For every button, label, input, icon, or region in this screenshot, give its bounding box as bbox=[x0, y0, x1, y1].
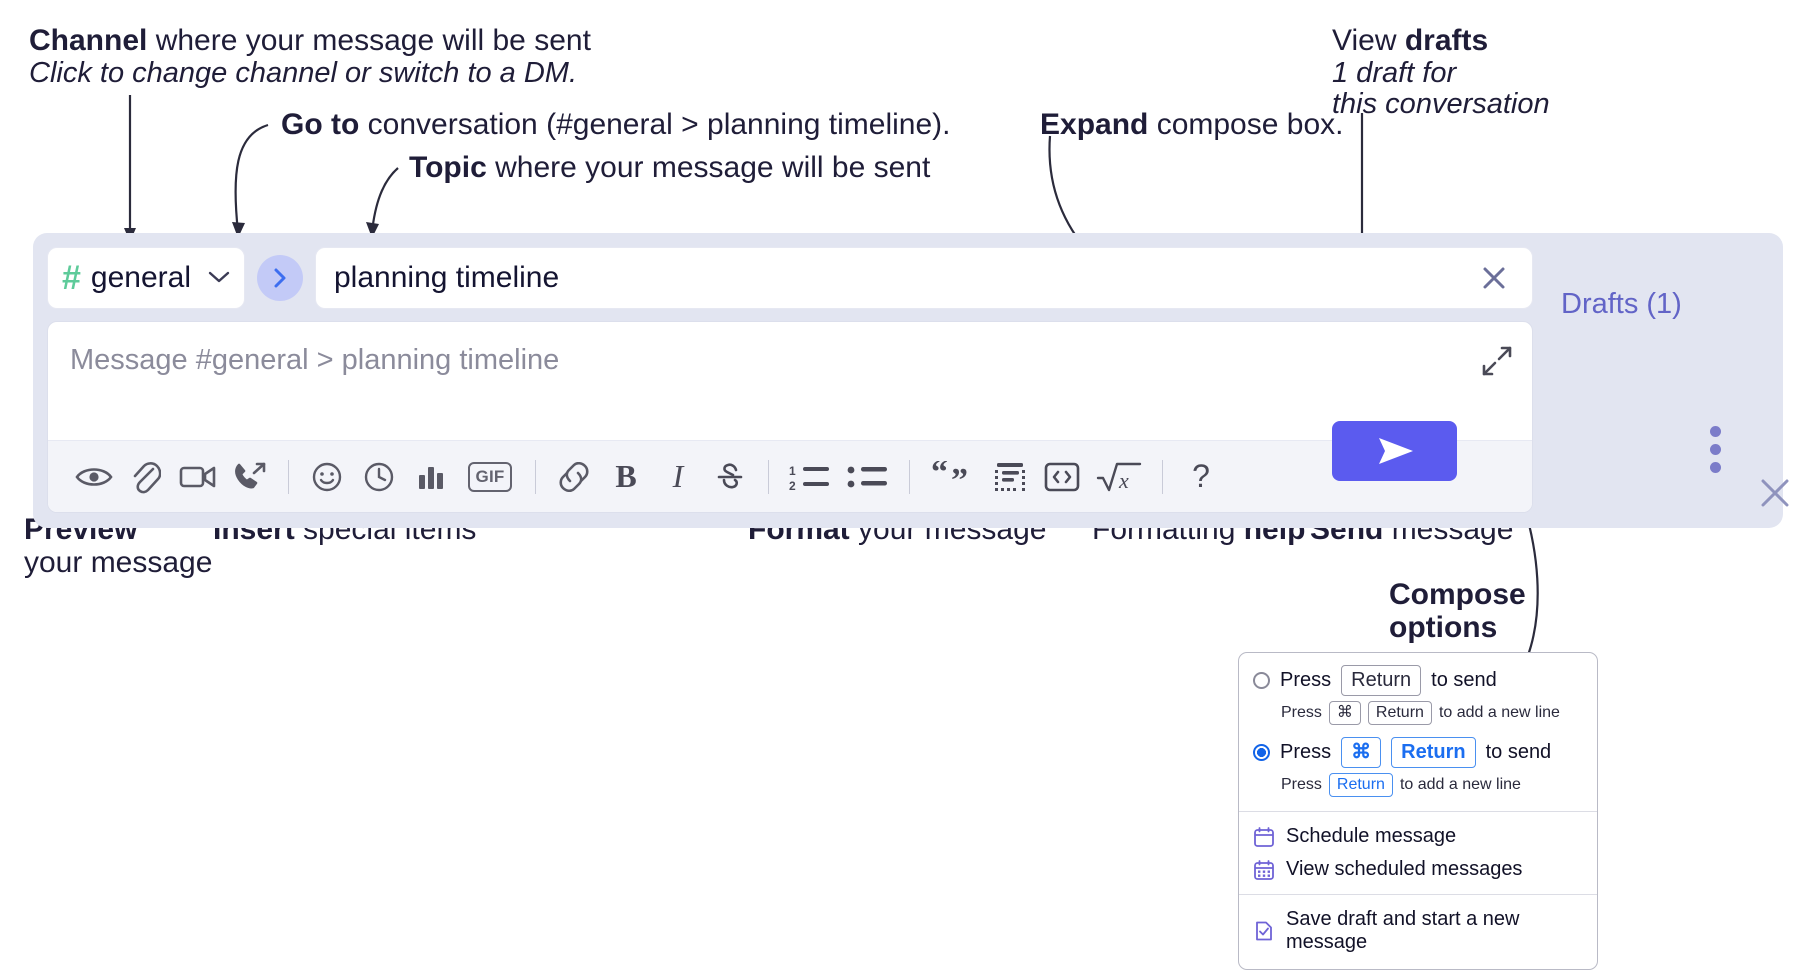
annotation-drafts-line2: 1 draft for bbox=[1332, 57, 1457, 89]
option-sub-suffix: to add a new line bbox=[1438, 704, 1560, 721]
draft-group: Save draft and start a new message bbox=[1239, 895, 1597, 969]
menu-item-view-scheduled-messages[interactable]: View scheduled messages bbox=[1239, 853, 1597, 886]
svg-text:”: ” bbox=[951, 462, 968, 493]
link-icon[interactable] bbox=[548, 451, 600, 503]
toolbar-divider bbox=[1162, 459, 1163, 494]
audio-clip-icon[interactable] bbox=[224, 451, 276, 503]
menu-item-label: Schedule message bbox=[1286, 825, 1457, 847]
topic-value: planning timeline bbox=[334, 261, 560, 294]
calendar-schedule-icon bbox=[1253, 826, 1275, 848]
annotation-channel-subtitle: Click to change channel or switch to a D… bbox=[29, 57, 578, 89]
message-input-placeholder: Message #general > planning timeline bbox=[70, 344, 560, 376]
hash-icon: # bbox=[62, 259, 81, 297]
formatting-toolbar: GIF B I bbox=[48, 440, 1532, 512]
key-return: Return bbox=[1341, 665, 1422, 696]
compose-options-menu: Press Return to send Press ⌘ Return to a… bbox=[1238, 652, 1598, 970]
key-command: ⌘ bbox=[1328, 701, 1361, 725]
calendar-list-icon bbox=[1253, 859, 1275, 881]
menu-item-schedule-message[interactable]: Schedule message bbox=[1239, 820, 1597, 853]
kebab-dot bbox=[1709, 443, 1721, 455]
annotation-preview-line2: your message bbox=[24, 546, 213, 579]
chevron-right-icon bbox=[274, 268, 286, 288]
key-return: Return bbox=[1367, 701, 1432, 725]
svg-text:2: 2 bbox=[789, 479, 796, 492]
svg-text:1: 1 bbox=[789, 464, 796, 478]
annotation-topic: Topic where your message will be sent bbox=[409, 151, 931, 184]
send-button[interactable] bbox=[1332, 421, 1457, 481]
menu-divider bbox=[1239, 894, 1597, 895]
goto-conversation-button[interactable] bbox=[257, 255, 303, 301]
schedule-group: Schedule message View scheduled messages bbox=[1239, 812, 1597, 894]
close-icon[interactable] bbox=[1755, 473, 1795, 513]
toolbar-divider bbox=[768, 459, 769, 494]
svg-text:x: x bbox=[1118, 468, 1129, 493]
option-sub-prefix: Press bbox=[1281, 704, 1322, 721]
send-icon bbox=[1378, 438, 1413, 464]
send-mode-option[interactable]: Press Return to send Press ⌘ Return to a… bbox=[1253, 665, 1583, 725]
code-block-icon[interactable] bbox=[984, 451, 1036, 503]
send-mode-option[interactable]: Press ⌘ Return to send Press Return to a… bbox=[1253, 737, 1583, 797]
radio-button[interactable] bbox=[1253, 672, 1270, 689]
menu-item-save-draft[interactable]: Save draft and start a new message bbox=[1239, 903, 1597, 959]
compose-inner: # general planning timeline bbox=[47, 245, 1533, 515]
italic-icon[interactable]: I bbox=[672, 458, 684, 494]
radio-button-selected[interactable] bbox=[1253, 744, 1270, 761]
bulleted-list-icon[interactable] bbox=[839, 451, 897, 503]
blockquote-icon[interactable]: “ ” bbox=[922, 451, 984, 503]
annotation-goto: Go to conversation (#general > planning … bbox=[281, 108, 951, 141]
toolbar-divider bbox=[535, 459, 536, 494]
poll-icon[interactable] bbox=[405, 451, 457, 503]
compose-options-button[interactable] bbox=[1701, 423, 1729, 475]
annotation-channel-title: Channel where your message will be sent bbox=[29, 24, 591, 57]
expand-icon[interactable] bbox=[1480, 344, 1514, 378]
channel-name: general bbox=[90, 261, 191, 294]
option-sub-suffix: to add a new line bbox=[1399, 776, 1521, 793]
diagram-canvas: Channel where your message will be sent … bbox=[24, 24, 1789, 970]
topic-field[interactable]: planning timeline bbox=[315, 247, 1533, 309]
menu-item-label: View scheduled messages bbox=[1286, 858, 1523, 880]
clock-icon[interactable] bbox=[353, 451, 405, 503]
toolbar-divider bbox=[909, 459, 910, 494]
bold-icon[interactable]: B bbox=[615, 458, 637, 494]
preview-icon[interactable] bbox=[68, 451, 120, 503]
menu-divider bbox=[1239, 811, 1597, 812]
emoji-icon[interactable] bbox=[301, 451, 353, 503]
message-editor[interactable]: Message #general > planning timeline bbox=[47, 321, 1533, 513]
option-suffix: to send bbox=[1485, 741, 1552, 763]
option-suffix: to send bbox=[1431, 669, 1497, 691]
channel-selector[interactable]: # general bbox=[47, 247, 245, 309]
strikethrough-icon[interactable] bbox=[704, 451, 756, 503]
key-return: Return bbox=[1391, 737, 1476, 768]
attachment-icon[interactable] bbox=[120, 451, 172, 503]
annotation-drafts-line3: this conversation bbox=[1332, 88, 1550, 120]
svg-text:“: “ bbox=[931, 461, 948, 491]
kebab-dot bbox=[1709, 461, 1721, 473]
send-mode-options: Press Return to send Press ⌘ Return to a… bbox=[1239, 653, 1597, 811]
option-sub-prefix: Press bbox=[1281, 776, 1322, 793]
formatting-help-icon[interactable]: ? bbox=[1192, 458, 1210, 494]
video-clip-icon[interactable] bbox=[172, 451, 224, 503]
menu-item-label: Save draft and start a new message bbox=[1286, 908, 1520, 953]
close-icon[interactable] bbox=[1474, 258, 1514, 298]
option-prefix: Press bbox=[1280, 741, 1332, 763]
key-command: ⌘ bbox=[1341, 737, 1382, 768]
key-return: Return bbox=[1328, 773, 1393, 797]
gif-icon[interactable]: GIF bbox=[457, 451, 523, 503]
channel-topic-row: # general planning timeline bbox=[47, 245, 1533, 311]
code-icon[interactable] bbox=[1036, 451, 1088, 503]
option-prefix: Press bbox=[1280, 669, 1332, 691]
kebab-dot bbox=[1709, 425, 1721, 437]
math-icon[interactable]: x bbox=[1088, 451, 1150, 503]
annotation-drafts-title: View drafts bbox=[1332, 24, 1489, 57]
chevron-down-icon bbox=[208, 266, 230, 290]
compose-panel: # general planning timeline bbox=[33, 233, 1789, 528]
annotation-expand: Expand compose box. bbox=[1040, 108, 1344, 141]
save-draft-icon bbox=[1253, 920, 1275, 942]
drafts-link[interactable]: Drafts (1) bbox=[1561, 288, 1682, 320]
ordered-list-icon[interactable]: 1 2 bbox=[781, 451, 839, 503]
toolbar-divider bbox=[288, 459, 289, 494]
